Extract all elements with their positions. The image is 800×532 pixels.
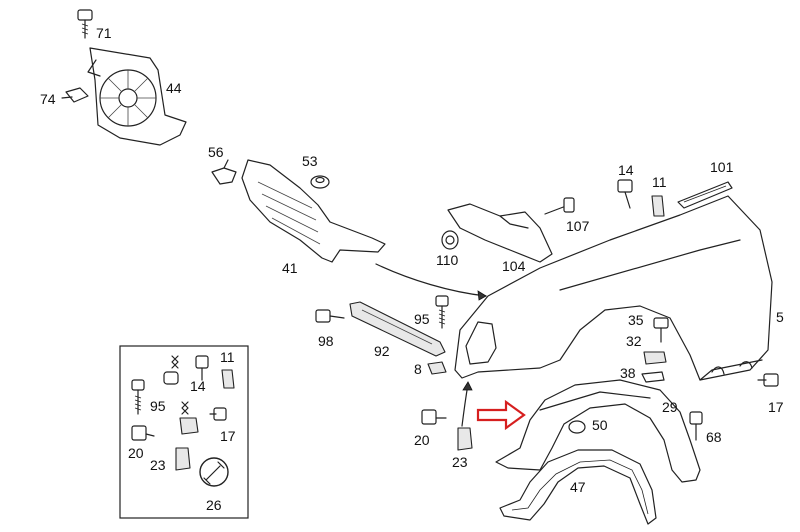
strip-101	[677, 181, 733, 209]
callout-11-top: 11	[652, 174, 667, 190]
callout-41: 41	[282, 260, 298, 276]
callout-95-top: 95	[414, 311, 430, 327]
inset-grommet	[163, 371, 179, 385]
callout-47: 47	[570, 479, 586, 495]
callout-50: 50	[592, 417, 608, 433]
callout-53: 53	[302, 153, 318, 169]
callout-17-inset: 17	[220, 428, 236, 444]
wrench-icon	[199, 457, 229, 487]
fender-part	[454, 195, 773, 381]
air-guide-part	[241, 159, 386, 263]
callout-68: 68	[706, 429, 722, 445]
screw-107	[544, 197, 575, 215]
inset-clip-20	[131, 425, 155, 441]
screw-35	[653, 317, 669, 343]
screw-14-top	[617, 179, 633, 209]
highlight-arrow	[476, 399, 526, 431]
callout-56: 56	[208, 144, 224, 160]
callout-92: 92	[374, 343, 390, 359]
nut-53	[310, 175, 330, 189]
bracket-92-part	[349, 301, 446, 357]
callout-20-inset: 20	[128, 445, 144, 461]
callout-95-inset: 95	[150, 398, 166, 414]
fastener-inset-box	[119, 345, 249, 519]
callout-14-inset: 14	[190, 378, 206, 394]
inset-bracket	[179, 417, 199, 435]
clip-74	[61, 87, 89, 103]
clip-20-lower	[421, 409, 447, 425]
callout-labels: 71 44 74 56 53 14 11 101 107 110 104 41 …	[40, 25, 784, 513]
clip-38	[641, 371, 665, 383]
callout-74: 74	[40, 91, 56, 107]
assembly-arrows	[375, 263, 487, 427]
callout-8: 8	[414, 361, 422, 377]
screw-98	[315, 309, 345, 323]
inset-clip-23	[175, 447, 191, 471]
bracket-104-part	[447, 203, 553, 263]
screw-68	[689, 411, 703, 441]
callout-35: 35	[628, 312, 644, 328]
callout-17-right: 17	[768, 399, 784, 415]
screw-95-top	[435, 295, 449, 329]
inset-clip-11	[221, 369, 235, 389]
inset-screw-17	[209, 407, 227, 421]
callout-29: 29	[662, 399, 678, 415]
screw-71	[77, 9, 93, 39]
callout-11-inset: 11	[220, 349, 235, 365]
callout-107: 107	[566, 218, 590, 234]
callout-71: 71	[96, 25, 112, 41]
clip-56	[211, 159, 237, 185]
inset-screw-95	[131, 379, 145, 415]
callout-23-inset: 23	[150, 457, 166, 473]
callout-38: 38	[620, 365, 636, 381]
nut-50	[568, 420, 586, 434]
wheel-liner-29-part	[495, 379, 701, 483]
wheel-liner-47-part	[499, 449, 657, 525]
callout-23-lower: 23	[452, 454, 468, 470]
callout-110: 110	[436, 252, 459, 268]
callout-20-lower: 20	[414, 432, 430, 448]
callout-26: 26	[206, 497, 222, 513]
inset-nut-sym-2	[181, 401, 189, 415]
callout-5: 5	[776, 309, 784, 325]
nut-32	[643, 351, 667, 365]
callout-44: 44	[166, 80, 182, 96]
nut-110	[441, 230, 459, 250]
clip-11-top	[651, 195, 665, 217]
callout-101: 101	[710, 159, 734, 175]
clip-8	[427, 361, 447, 375]
callout-104: 104	[502, 258, 526, 274]
callout-14-top: 14	[618, 162, 634, 178]
callout-98: 98	[318, 333, 334, 349]
inset-screw-14	[195, 355, 209, 381]
fan-shroud-part	[87, 47, 187, 146]
clip-23-lower	[457, 427, 473, 451]
inset-nut-sym	[171, 355, 179, 369]
callout-32: 32	[626, 333, 642, 349]
screw-17-right	[757, 373, 779, 387]
